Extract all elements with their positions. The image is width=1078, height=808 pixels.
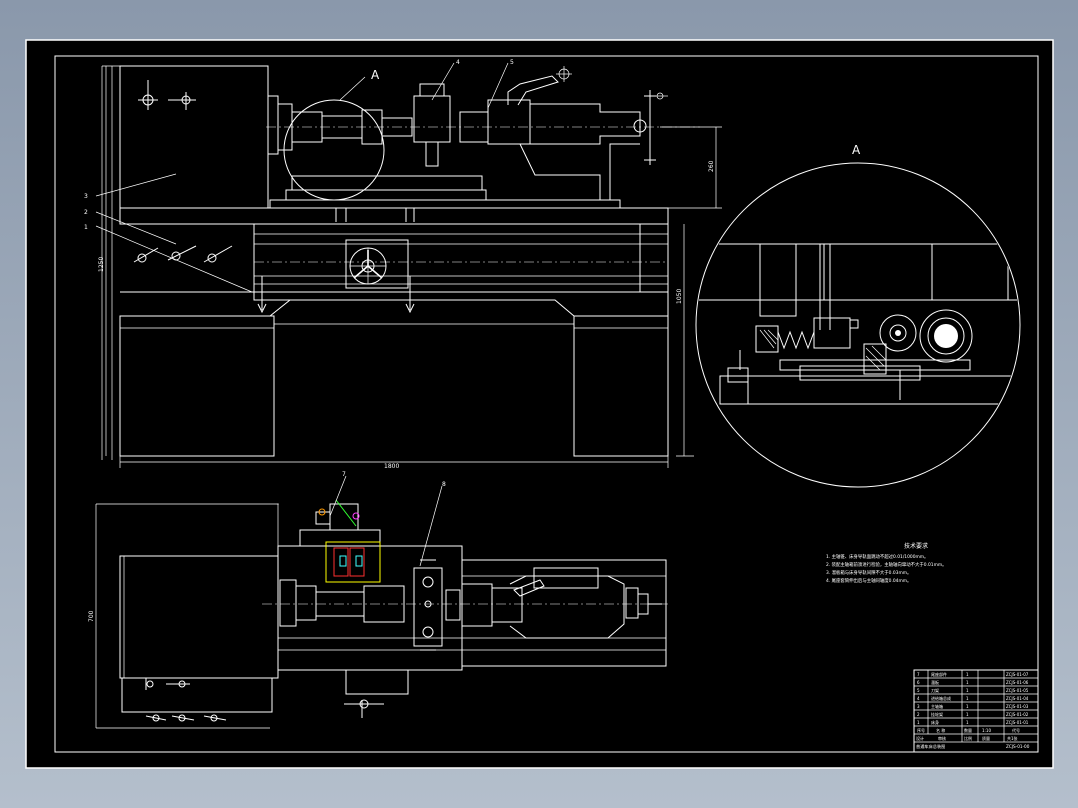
tb-row-name: 进给箱总成	[931, 695, 951, 701]
tb-row-qty: 1	[966, 688, 969, 693]
drawing-border	[54, 55, 1039, 753]
tb-row-no: 2	[917, 712, 920, 717]
title-block	[913, 669, 1039, 753]
detail-a-view	[695, 162, 1021, 488]
note-item-4: 4. 尾座套筒伸出后与主轴同轴度0.04mm。	[826, 577, 911, 584]
tb-row-code: ZCJS-01-05	[1006, 688, 1029, 693]
tb-designer-label: 设计	[916, 735, 924, 741]
tb-row-no: 4	[917, 696, 920, 701]
tb-row-code: ZCJS-01-04	[1006, 696, 1029, 701]
tb-row-no: 6	[917, 680, 920, 685]
tb-header-no: 序号	[917, 727, 925, 733]
part-label-1: 1	[84, 224, 88, 231]
tb-row-code: ZCJS-01-06	[1006, 680, 1029, 685]
tb-scale-value: 1:10	[982, 728, 991, 733]
tb-drawing-code: ZCJS-01-00	[1006, 744, 1030, 749]
note-item-1: 1. 主轴锥、床身导轨面跳动不超过0.01/1000mm。	[826, 553, 928, 560]
part-label-8: 8	[442, 481, 446, 488]
tb-row-qty: 1	[966, 704, 969, 709]
tb-header-name: 名 称	[936, 727, 945, 733]
note-item-3: 3. 溜板箱与床身导轨间隙不大于0.03mm。	[826, 569, 911, 576]
tb-row-qty: 1	[966, 720, 969, 725]
tb-row-qty: 1	[966, 680, 969, 685]
tb-row-qty: 1	[966, 696, 969, 701]
detail-a-label: A	[371, 68, 380, 82]
dim-overall-height: 1250	[98, 257, 105, 272]
tb-row-name: 尾座部件	[931, 671, 947, 677]
detail-a-title: A	[852, 143, 861, 157]
part-label-7: 7	[342, 471, 346, 478]
notes-title: 技术要求	[904, 542, 928, 550]
part-label-5: 5	[510, 59, 514, 66]
dim-overall-length: 1800	[384, 463, 399, 470]
tb-row-name: 主轴箱	[931, 703, 943, 709]
tb-row-no: 5	[917, 688, 920, 693]
tb-drawing-title: 普通车床总装图	[916, 743, 945, 750]
tb-row-no: 1	[917, 720, 920, 725]
tb-row-qty: 1	[966, 712, 969, 717]
part-label-4: 4	[456, 59, 460, 66]
dim-bed-height: 1050	[676, 289, 683, 304]
detail-a-marker	[283, 99, 385, 201]
technical-notes: 技术要求 1. 主轴锥、床身导轨面跳动不超过0.01/1000mm。 2. 装配…	[826, 542, 947, 584]
tb-weight-label: 质量	[982, 735, 990, 741]
part-label-2: 2	[84, 209, 88, 216]
tb-header-code: 代号	[1012, 727, 1020, 733]
tb-row-code: ZCJS-01-01	[1006, 720, 1029, 725]
front-view	[95, 62, 722, 468]
tb-row-no: 7	[917, 672, 920, 677]
tb-row-name: 刀架	[931, 687, 939, 693]
tb-header-qty: 数量	[964, 727, 972, 733]
tb-sheet-label: 共1张	[1007, 735, 1018, 741]
part-label-3: 3	[84, 193, 88, 200]
dim-plan-width: 700	[88, 610, 95, 622]
tb-row-name: 床身	[931, 719, 939, 725]
tb-row-qty: 1	[966, 672, 969, 677]
tb-checker-label: 审核	[938, 735, 946, 741]
tb-row-no: 3	[917, 704, 920, 709]
tb-row-name: 挂轮架	[931, 711, 943, 717]
note-item-2: 2. 装配主轴箱前须进行检验，主轴轴向窜动不大于0.01mm。	[826, 561, 947, 568]
dim-center-height: 260	[708, 160, 715, 172]
tb-row-code: ZCJS-01-03	[1006, 704, 1029, 709]
tb-scale-label: 比例	[964, 735, 972, 741]
plan-view	[95, 475, 670, 729]
tb-row-name: 溜板	[931, 679, 939, 685]
tb-row-code: ZCJS-01-02	[1006, 712, 1029, 717]
tb-row-code: ZCJS-01-07	[1006, 672, 1029, 677]
